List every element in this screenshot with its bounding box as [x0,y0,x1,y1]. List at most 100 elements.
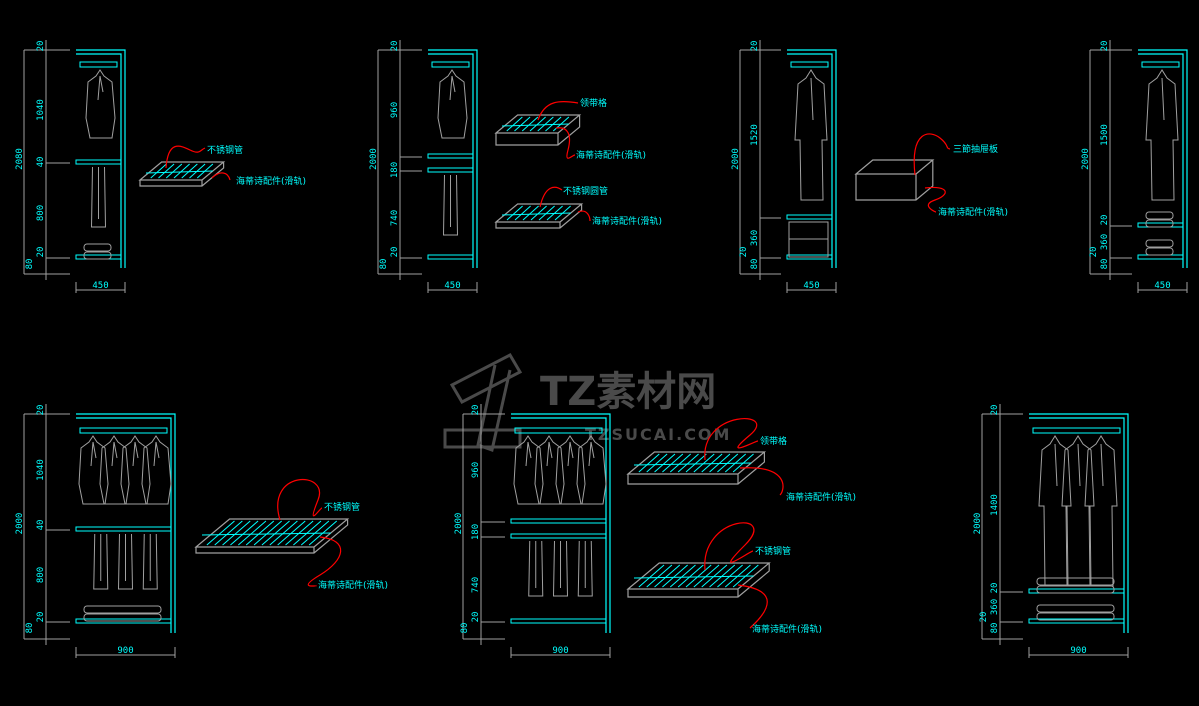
hanging-rail [79,427,168,434]
tray-outline [138,161,226,187]
shelf [427,254,474,260]
label-drawer-board: 三節抽屉板 [953,143,998,155]
shelf [75,159,122,165]
dimension-width: 450 [1154,281,1170,291]
hanging-rail [79,61,118,68]
tray-grid-bar [638,453,660,473]
folded-clothes [83,613,162,622]
leader-line [555,127,576,159]
shelf [75,618,172,624]
dimension-label: 20 [390,41,400,52]
leader-line [539,186,563,208]
tray-grid-bar [685,453,707,473]
watermark: TZ素材网 TZSUCAI.COM [443,353,729,452]
dimension-label: 20 [36,41,46,52]
shelf [1137,254,1184,260]
shelf [786,214,833,220]
dimension-label: 20 [990,405,1000,416]
jacket-outline [85,69,116,139]
tray-grid-bar [701,453,723,473]
dimension-label: 960 [390,102,400,118]
folded-clothes [1145,211,1174,220]
cabinet-frame [1029,413,1129,633]
dimension-total: 2000 [369,148,379,170]
dimension-label: 960 [471,462,481,478]
dimension-total: 2080 [15,148,25,170]
dimension-label: 20 [471,405,481,416]
label-hettich-rail: 海蒂诗配件(滑轨) [318,579,388,591]
round-tube-tray [494,203,584,229]
folded-clothes [1036,585,1115,594]
hanging-rail [790,61,829,68]
cabinet-frame [76,413,176,633]
jacket-outline [141,435,172,505]
dimension-total: 2000 [731,148,741,170]
dimension-label: 360 [1100,234,1110,250]
dimension-width: 900 [1070,646,1086,656]
shelf [510,618,607,624]
tray-grid-bar [269,520,298,546]
dimension-label: 800 [36,567,46,583]
dimension-width: 450 [92,281,108,291]
tray-grid-bar [506,205,523,221]
leader-line [307,536,342,587]
label-stainless-round-tube: 不锈钢圆管 [563,185,608,197]
tray-grid-bar [230,520,259,546]
drawer-box [854,159,935,201]
tray-grid-bar [662,453,684,473]
stainless-tube-tray [138,161,226,187]
label-hettich-rail: 海蒂诗配件(滑轨) [592,215,662,227]
tray-outline [494,114,582,146]
tray-grid-bar [150,163,167,179]
dimension-label: 80 [1100,259,1110,270]
label-hettich-rail: 海蒂诗配件(滑轨) [938,206,1008,218]
tray-grid-bar [145,170,213,174]
leader-line [277,478,323,521]
dimension-label: 40 [36,157,46,168]
tray-outline [194,518,350,554]
cabinet-frame [76,49,126,268]
label-stainless-tube: 不锈钢管 [207,144,243,156]
label-tie-rack: 领带格 [580,97,607,109]
tray-grid-bar [206,520,235,546]
tray-outline [494,203,584,229]
shelf [510,533,607,539]
pants-outline [90,166,107,228]
tray-grid-bar [181,163,198,179]
shelf [427,167,474,173]
dimension-label: 20 [36,247,46,258]
hanging-rail [1141,61,1180,68]
dimension-label: 20 [471,612,481,623]
dimension-label: 20 [36,612,46,623]
dimension-label: 80 [990,623,1000,634]
dimension-label: 20 [1100,41,1110,52]
dimension-label: 80 [379,259,389,270]
folded-clothes [1145,247,1174,256]
tray-grid-bar [514,116,531,132]
dimension-label: 20 [750,41,760,52]
tray-grid-bar [709,564,736,588]
folded-clothes [83,251,112,260]
dimension-label: 1520 [750,124,760,146]
dimension-label: 360 [990,599,1000,615]
drawer [788,238,829,258]
label-hettich-rail: 海蒂诗配件(滑轨) [752,623,822,635]
label-tie-rack: 领带格 [760,435,787,447]
jacket-outline [513,435,544,505]
tray-grid-bar [201,532,331,536]
shelf [427,153,474,159]
pants-outline [552,540,569,597]
jacket-outline [576,435,607,505]
tray-grid-bar [654,453,676,473]
dimension-label: 20 [1089,247,1099,258]
shelf [75,526,172,532]
tray-outline [626,451,767,485]
leader-line [704,522,755,571]
folded-clothes [1036,612,1115,621]
tray-grid-bar [662,564,688,588]
drawer [788,221,829,240]
